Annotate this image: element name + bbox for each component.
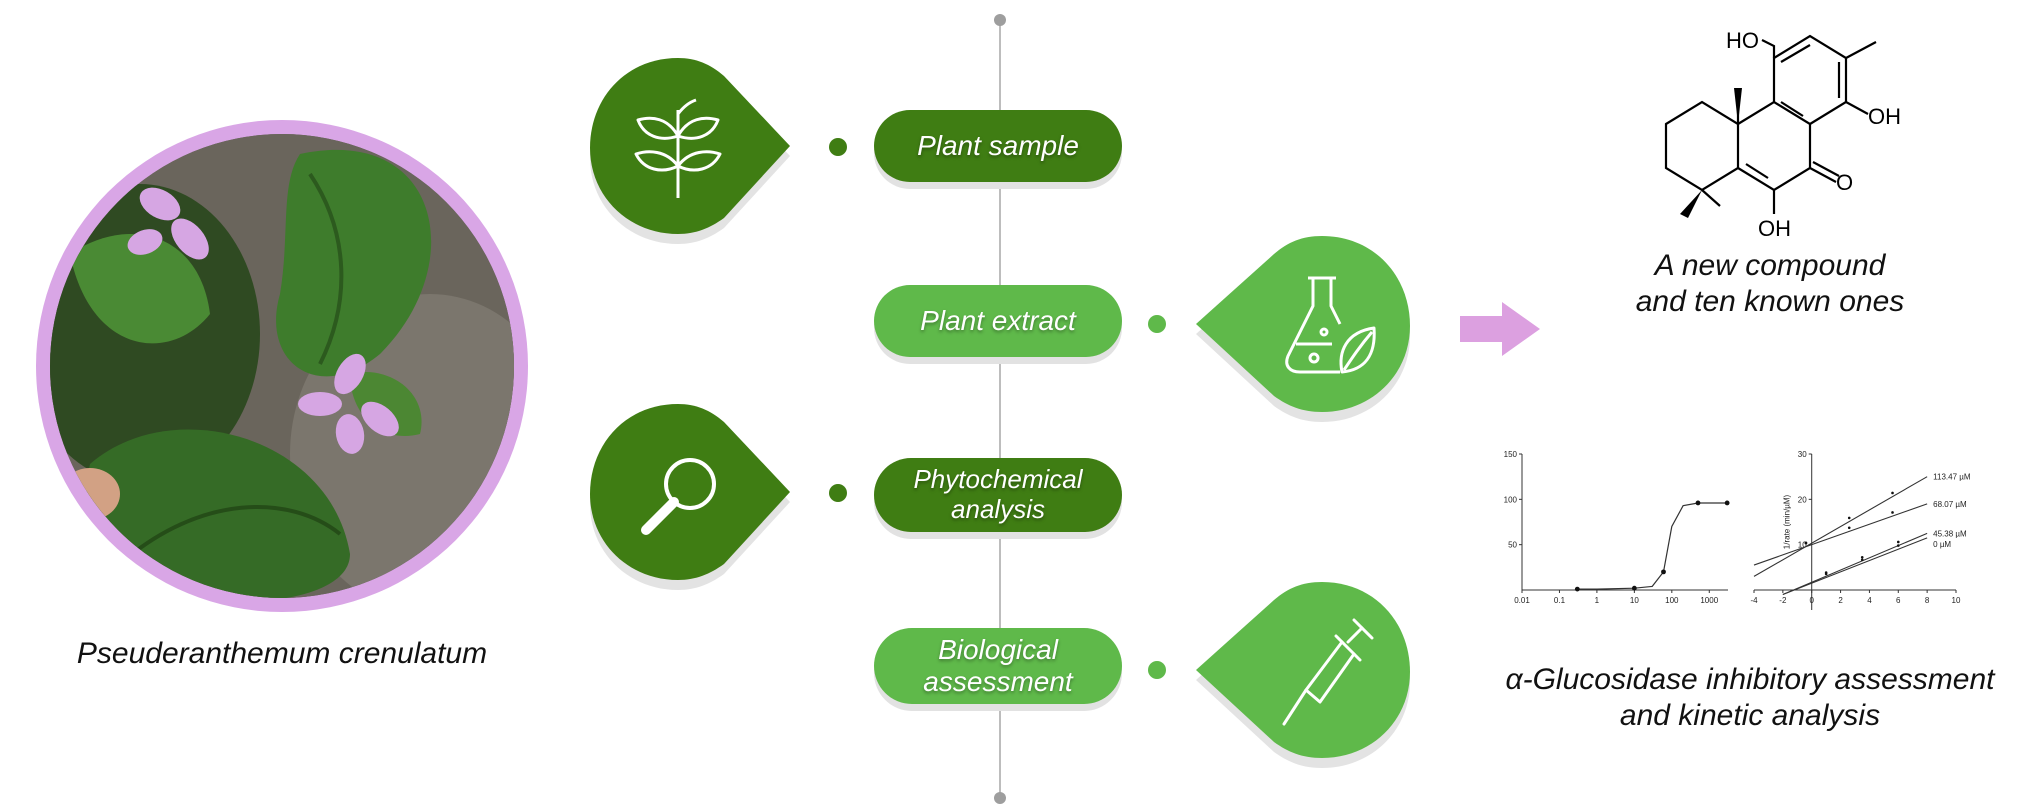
x-tick-label: 4: [1867, 596, 1872, 605]
series-label: 68.07 µM: [1933, 500, 1967, 509]
x-tick-label: 0: [1809, 596, 1814, 605]
x-tick-label: 6: [1896, 596, 1901, 605]
series-label: 113.47 µM: [1933, 473, 1971, 482]
step-4-dot: [1148, 661, 1166, 679]
series-line: [1753, 476, 1928, 577]
x-tick-label: 10: [1630, 596, 1639, 605]
series-line: [1577, 502, 1728, 590]
x-tick-label: 10: [1952, 596, 1961, 605]
series-line: [1782, 532, 1928, 596]
pipette-icon: [1282, 618, 1374, 726]
step-1-dot: [829, 138, 847, 156]
oh-bottom-label: OH: [1758, 216, 1791, 241]
compound-caption-line1: A new compound: [1654, 249, 1886, 282]
y-tick-label: 100: [1504, 495, 1518, 504]
series-line: [1782, 537, 1928, 596]
step-1-drop: [586, 54, 792, 246]
dose-response-chart: 0.01 0.1 1 10 100 1000 50 100 150: [1504, 450, 1730, 605]
step-4-label-line1: Biological: [938, 633, 1058, 665]
assay-caption: α-Glucosidase inhibitory assessment and …: [1480, 662, 2020, 734]
data-point: [1695, 500, 1701, 506]
oh-top-label: HO: [1726, 28, 1759, 53]
oh-right-label: OH: [1868, 104, 1900, 129]
step-3-drop: [586, 400, 792, 592]
step-3-label-line2: analysis: [951, 494, 1045, 524]
step-2-drop: [1192, 232, 1414, 424]
data-point: [1891, 491, 1894, 495]
flask-leaf-icon: [1285, 276, 1376, 374]
data-point: [1860, 558, 1864, 562]
assay-caption-line2: and kinetic analysis: [1619, 699, 1881, 732]
step-2-label: Plant extract: [874, 285, 1122, 357]
data-point: [1824, 572, 1828, 576]
data-point: [1724, 500, 1730, 506]
compound-structure: HO OH O OH: [1640, 18, 1901, 248]
x-tick-label: 1: [1595, 596, 1600, 605]
species-caption: Pseuderanthemum crenulatum: [76, 637, 488, 670]
data-point: [1847, 526, 1851, 530]
y-tick-label: 50: [1508, 541, 1517, 550]
data-point: [1847, 516, 1851, 520]
step-3-label: Phytochemical analysis: [874, 458, 1122, 532]
lineweaver-burk-chart: -4 -2 0 2 4 6 8 10 10 20 30 1/rate (min/µM) 113.47 µ…: [1750, 450, 1971, 610]
timeline-line: [999, 20, 1001, 798]
data-point: [1891, 511, 1894, 514]
compound-caption-line2: and ten known ones: [1635, 285, 1905, 318]
timeline-top-dot: [994, 14, 1006, 26]
series-label: 0 µM: [1933, 540, 1951, 549]
x-tick-label: -2: [1779, 596, 1787, 605]
compound-caption: A new compound and ten known ones: [1580, 248, 1960, 320]
step-1-label: Plant sample: [874, 110, 1122, 182]
step-3-dot: [829, 484, 847, 502]
step-3-label-line1: Phytochemical: [913, 464, 1083, 495]
y-axis-label: 1/rate (min/µM): [1783, 494, 1792, 549]
right-arrow: [1458, 300, 1542, 363]
magnifier-icon: [641, 458, 716, 535]
carbonyl-label: O: [1836, 170, 1853, 195]
data-point: [1631, 585, 1637, 591]
x-tick-label: 100: [1665, 596, 1679, 605]
step-2-dot: [1148, 315, 1166, 333]
x-tick-label: 8: [1925, 596, 1930, 605]
step-4-label-line2: assessment: [923, 666, 1073, 697]
x-tick-label: 0.01: [1514, 596, 1530, 605]
plant-icon: [634, 98, 722, 198]
y-tick-label: 150: [1504, 450, 1518, 459]
data-point: [1574, 586, 1580, 592]
y-tick-label: 10: [1798, 541, 1807, 550]
series-line: [1753, 503, 1928, 566]
series-label: 45.38 µM: [1933, 529, 1967, 538]
data-point: [1860, 555, 1864, 559]
y-tick-label: 30: [1798, 450, 1807, 459]
x-tick-label: 2: [1838, 596, 1843, 605]
timeline-bottom-dot: [994, 792, 1006, 804]
x-tick-label: 1000: [1700, 596, 1718, 605]
plant-photo: [36, 120, 528, 612]
x-tick-label: -4: [1750, 596, 1758, 605]
y-tick-label: 20: [1798, 495, 1807, 504]
x-tick-label: 0.1: [1554, 596, 1566, 605]
plant-illustration: [50, 134, 514, 598]
step-4-label: Biological assessment: [874, 628, 1122, 704]
data-point: [1896, 544, 1900, 547]
step-4-drop: [1192, 578, 1414, 770]
data-point: [1896, 540, 1900, 544]
data-point: [1804, 541, 1808, 545]
assay-caption-line1: α-Glucosidase inhibitory assessment: [1505, 663, 1995, 696]
data-point: [1661, 569, 1666, 575]
photo-inner: [50, 134, 514, 598]
